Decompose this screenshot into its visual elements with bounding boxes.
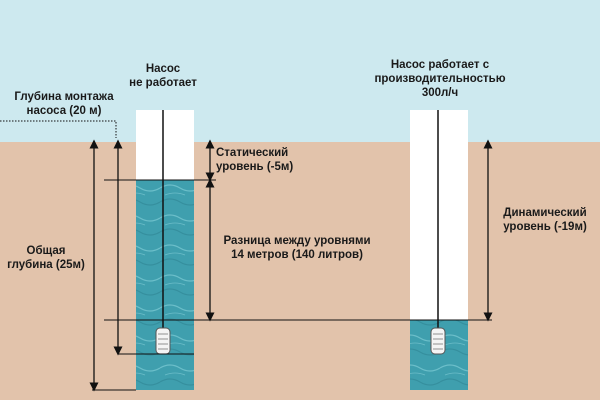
right-pump-icon xyxy=(430,327,446,355)
left-well xyxy=(136,110,194,390)
left-well-title: Насос не работает xyxy=(129,63,197,89)
left-well-water-texture xyxy=(136,180,194,390)
level-difference-label: Разница между уровнями 14 метров (140 ли… xyxy=(223,235,371,261)
right-well-title: Насос работает с производительностью 300… xyxy=(374,59,506,99)
left-pump-icon xyxy=(155,327,171,355)
right-well xyxy=(410,110,468,390)
right-well-casing xyxy=(410,110,468,320)
left-well-casing xyxy=(136,110,194,180)
mount-depth-leader xyxy=(0,120,117,138)
static-level-label: Статический уровень (-5м) xyxy=(216,147,294,173)
mount-depth-label: Глубина монтажа насоса (20 м) xyxy=(14,91,114,117)
ground xyxy=(0,142,600,400)
total-depth-label: Общая глубина (25м) xyxy=(7,245,85,271)
dynamic-level-label: Динамический уровень (-19м) xyxy=(503,207,587,233)
sky xyxy=(0,0,600,142)
